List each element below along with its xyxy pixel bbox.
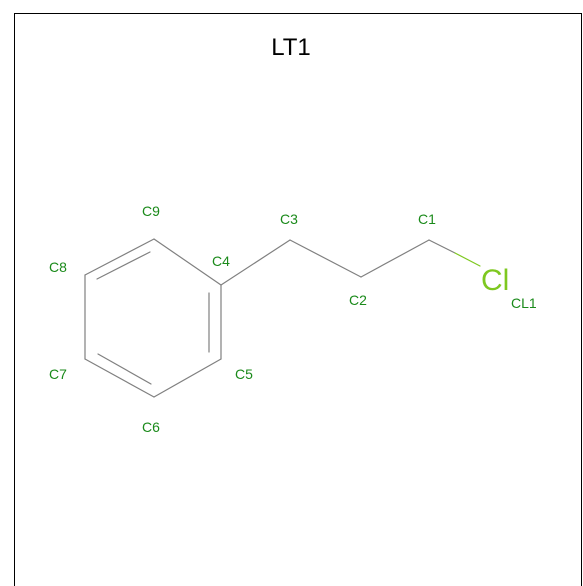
atom-label-c6: C6 (142, 419, 160, 435)
bond-c1-cl-green (454, 252, 481, 267)
bond-c7-c6-inner (97, 353, 152, 385)
bond-c4-c3 (220, 239, 291, 286)
atom-label-c2: C2 (349, 292, 367, 308)
bond-c3-c2 (289, 239, 362, 278)
atom-label-c8: C8 (49, 259, 67, 275)
diagram-frame (14, 13, 582, 586)
atom-label-c9: C9 (142, 203, 160, 219)
atom-label-group: Cl C1 C2 C3 C4 C5 C6 C7 C8 C9 CL1 (49, 203, 537, 435)
bond-c4-c9 (153, 238, 222, 286)
atom-label-c4: C4 (212, 253, 230, 269)
bond-group (84, 238, 481, 398)
atom-label-c7: C7 (49, 366, 67, 382)
atom-label-c3: C3 (280, 211, 298, 227)
atom-label-c5: C5 (235, 366, 253, 382)
bond-c9-c8-inner (96, 251, 151, 280)
bond-c2-c1 (360, 239, 430, 278)
atom-label-cl1: CL1 (511, 295, 537, 311)
bond-c1-cl-grey (428, 239, 456, 254)
bond-c9-c8 (84, 238, 155, 276)
atom-label-c1: C1 (418, 211, 436, 227)
diagram-title: LT1 (271, 34, 311, 61)
bond-c7-c6 (84, 358, 155, 398)
element-symbol-cl: Cl (481, 264, 509, 297)
bond-c6-c5 (153, 358, 222, 398)
